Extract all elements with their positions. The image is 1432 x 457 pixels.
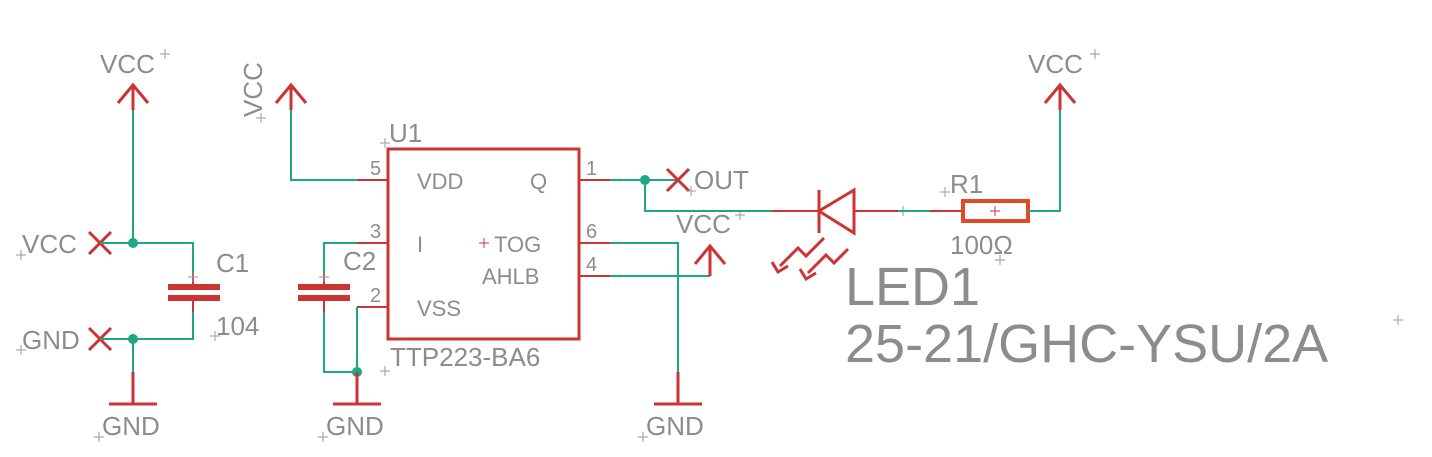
origin-mark xyxy=(210,331,220,341)
wire-c1-gnd xyxy=(133,312,194,340)
c1-plate-top xyxy=(168,284,220,290)
vcc-supply-1: VCC xyxy=(100,49,170,110)
c1-value: 104 xyxy=(216,311,259,341)
vcc-supply-2: VCC xyxy=(238,62,308,123)
r1-value: 100Ω xyxy=(950,230,1013,260)
c2-name: C2 xyxy=(343,246,376,276)
vcc-arrow-symbol xyxy=(116,82,150,110)
gnd-symbol xyxy=(654,372,702,406)
led-triangle xyxy=(816,187,856,236)
c1-name: C1 xyxy=(216,248,249,278)
vcc-supply-3: VCC xyxy=(676,209,745,276)
wire-tog-gnd xyxy=(610,242,679,372)
wire-out-led xyxy=(644,180,772,212)
origin-mark xyxy=(256,113,266,123)
pin-number-ahlb: 4 xyxy=(586,254,597,276)
origin-mark xyxy=(1393,315,1403,325)
r1-name: R1 xyxy=(950,169,983,199)
pin-vdd: VDD xyxy=(417,169,463,194)
net-label-gnd: GND xyxy=(22,325,80,355)
pin-i: I xyxy=(417,232,423,257)
resistor-r1: R1 100Ω xyxy=(930,169,1060,265)
emission-arrowhead-1 xyxy=(770,261,789,275)
led-section: R1 100Ω VCC LED1 25-21/GHC-YSU/2A xyxy=(770,49,1403,374)
origin-mark xyxy=(380,366,390,376)
emission-arrow-2 xyxy=(806,247,850,275)
origin-mark xyxy=(1090,49,1100,59)
c2-plate-top xyxy=(298,284,350,290)
net-label-vcc: VCC xyxy=(22,229,77,259)
gnd-supply-3: GND xyxy=(638,372,704,442)
u1-part: TTP223-BA6 xyxy=(390,342,540,372)
no-connect-x xyxy=(665,167,691,193)
emission-arrow-1 xyxy=(778,236,826,268)
vcc-label-1: VCC xyxy=(100,49,155,79)
origin-mark xyxy=(990,206,1000,216)
gnd-supply-1: GND xyxy=(94,372,160,442)
u1-name: U1 xyxy=(389,118,422,148)
origin-mark xyxy=(940,187,950,197)
capacitor-c1: C1 104 xyxy=(168,248,259,341)
pin-ahlb: AHLB xyxy=(482,264,539,289)
vcc-label-2: VCC xyxy=(238,62,268,117)
pin-vss: VSS xyxy=(417,296,461,321)
wire-gnd xyxy=(100,338,134,372)
pin-number-i: 3 xyxy=(370,221,381,243)
wire-c2-gnd xyxy=(323,312,357,373)
capacitor-c2: C2 xyxy=(298,242,376,373)
origin-mark xyxy=(479,238,489,248)
vcc-label-3: VCC xyxy=(676,209,731,239)
vcc-arrow-symbol xyxy=(274,82,308,110)
vcc-label-4: VCC xyxy=(1028,49,1083,79)
gnd-symbol xyxy=(109,372,157,406)
origin-mark xyxy=(16,345,26,355)
wire-vcc-vdd xyxy=(290,110,357,181)
pin-number-q: 1 xyxy=(586,158,597,180)
origin-mark xyxy=(319,272,329,282)
wire-r1-vcc xyxy=(1028,110,1061,212)
led1-part: 25-21/GHC-YSU/2A xyxy=(845,314,1328,374)
wire-vcc-c1 xyxy=(132,110,194,272)
led1-symbol xyxy=(770,187,908,282)
pin-number-tog: 6 xyxy=(586,221,597,243)
origin-mark xyxy=(16,250,26,260)
origin-mark xyxy=(638,432,648,442)
origin-mark xyxy=(686,186,696,196)
c1-plate-bottom xyxy=(168,295,220,301)
u1-section: VCC U1 TTP223-BA6 VDD Q I TOG AHLB VSS 5… xyxy=(238,62,772,442)
origin-mark xyxy=(318,432,328,442)
pin-tog: TOG xyxy=(494,232,541,257)
led1-name: LED1 xyxy=(845,257,980,317)
pin-number-vss: 2 xyxy=(370,285,381,307)
origin-mark xyxy=(380,138,390,148)
origin-mark xyxy=(995,255,1005,265)
wire-i-c2 xyxy=(323,242,357,272)
c1-section: VCC VCC C1 104 GND GND xyxy=(16,49,259,442)
origin-mark xyxy=(188,272,198,282)
c2-plate-bottom xyxy=(298,295,350,301)
vcc-arrow-symbol xyxy=(693,243,727,276)
gnd-label-1: GND xyxy=(102,411,160,441)
pin-q: Q xyxy=(530,169,547,194)
u1-pin-stubs xyxy=(357,179,610,308)
emission-arrowhead-2 xyxy=(798,268,817,282)
origin-mark xyxy=(94,432,104,442)
vcc-arrow-symbol xyxy=(1043,82,1077,110)
gnd-symbol xyxy=(333,372,381,406)
gnd-supply-2: GND xyxy=(318,372,384,442)
origin-mark xyxy=(160,49,170,59)
gnd-label-2: GND xyxy=(326,411,384,441)
pin-number-vdd: 5 xyxy=(370,158,381,180)
gnd-label-3: GND xyxy=(646,411,704,441)
net-label-out: OUT xyxy=(694,165,749,195)
vcc-supply-4: VCC xyxy=(1028,49,1100,110)
